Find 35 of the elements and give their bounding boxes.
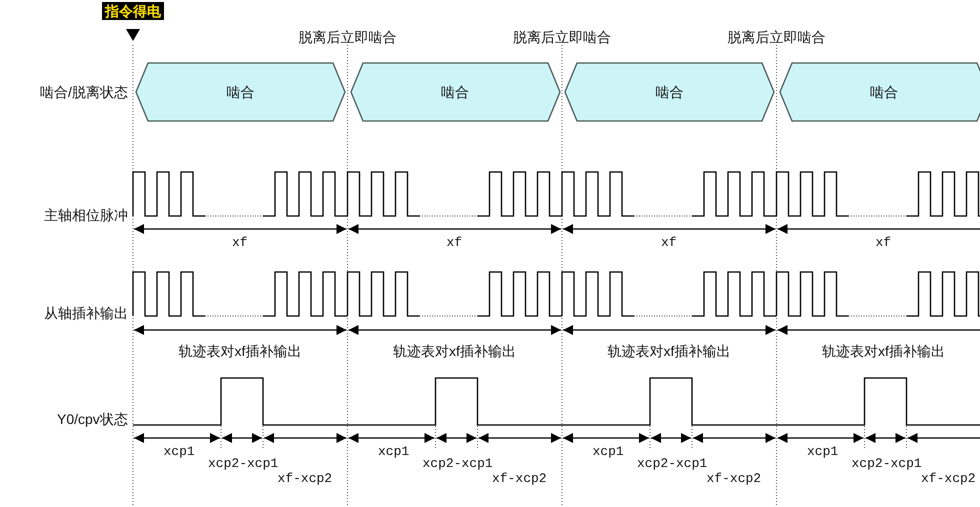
state-label: 啮合 [869,83,899,101]
dimension-label: xcp1 [807,444,838,460]
state-hexagon [135,62,346,122]
state-label: 啮合 [226,83,256,101]
dimension-label: xf [232,235,248,251]
dimension-label: xf-xcp2 [278,471,332,487]
state-hexagon [564,62,775,122]
dimension-label: 轨迹表对xf插补输出 [822,343,945,359]
dimension-label: xcp1 [592,444,624,460]
row-label: 主轴相位脉冲 [44,207,128,223]
row-label: 从轴插补输出 [44,305,128,321]
dimension-label: xf-xcp2 [706,471,762,487]
dimension-label: xf-xcp2 [921,471,976,487]
dimension-label: 轨迹表对xf插补输出 [608,343,730,359]
command-badge: 指令得电 [102,2,164,20]
dimension-label: xcp2-xcp1 [422,456,493,472]
state-hexagon [778,62,980,122]
dimension-label: xf-xcp2 [492,471,547,487]
dimension-label: xcp2-xcp1 [208,456,278,472]
row-label: Y0/cpv状态 [57,411,128,427]
dimension-label: xcp2-xcp1 [637,456,708,472]
dimension-label: xf [446,235,462,251]
event-label: 脱离后立即啮合 [728,29,826,45]
dimension-label: xf [876,235,892,251]
state-label: 啮合 [440,83,470,101]
dimension-label: xcp1 [378,444,410,460]
dimension-label: xcp1 [164,444,195,460]
dimension-label: 轨迹表对xf插补输出 [178,343,302,359]
state-hexagon [350,62,560,122]
event-label: 脱离后立即啮合 [298,29,396,45]
dimension-label: xf [661,235,677,251]
state-label: 啮合 [654,83,684,101]
dimension-label: 轨迹表对xf插补输出 [393,343,516,359]
event-label: 脱离后立即啮合 [513,29,611,45]
dimension-label: xcp2-xcp1 [852,456,922,472]
